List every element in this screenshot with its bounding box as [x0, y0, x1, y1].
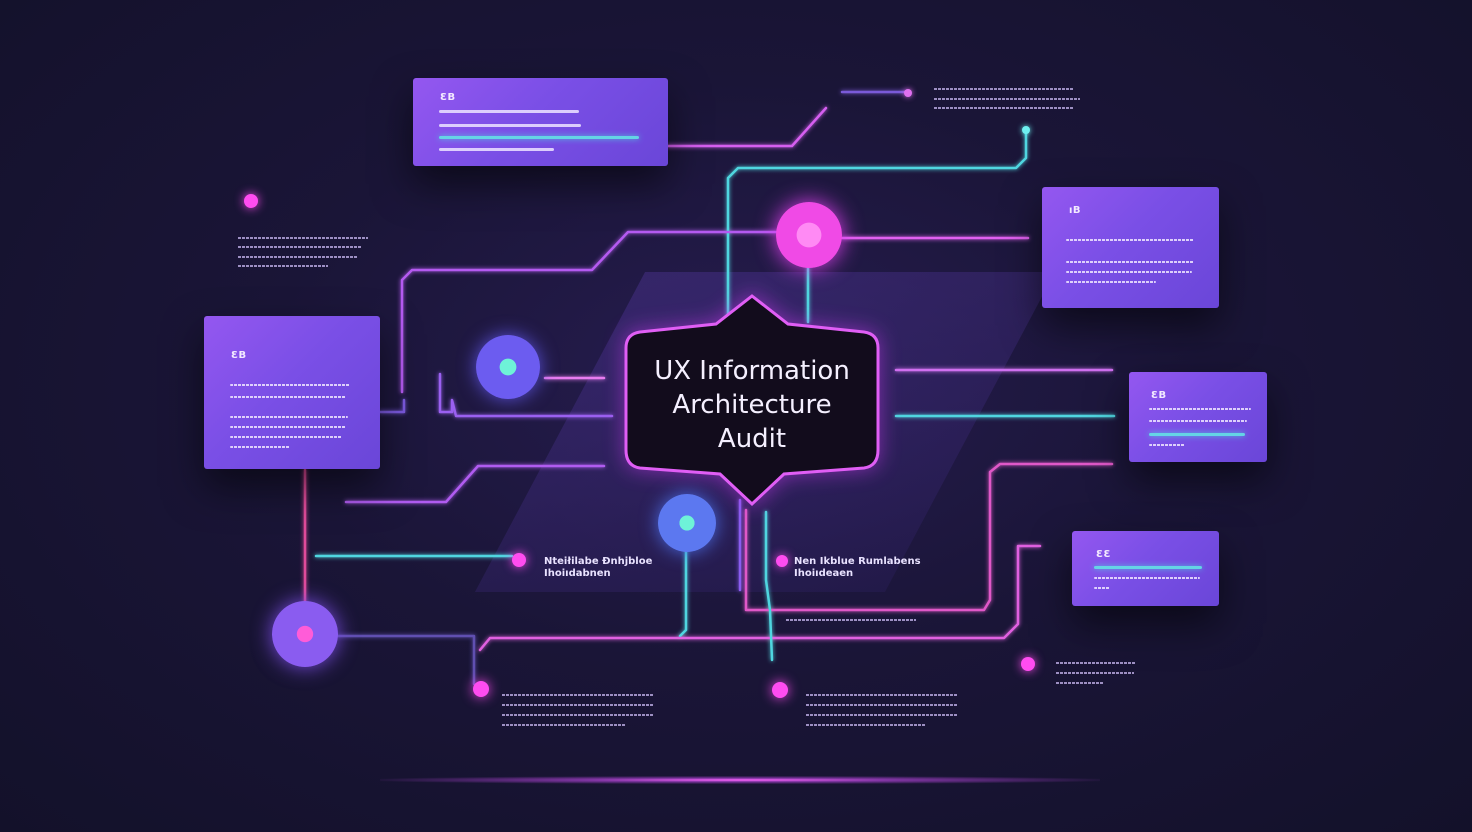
card-text-line: [1149, 408, 1251, 410]
wire-left-mid: [438, 372, 614, 418]
label-line: Ihoiıdeaen: [794, 568, 854, 579]
info-card-right-bottom[interactable]: ƐƐ: [1072, 531, 1219, 606]
annotation-text-line: [806, 714, 958, 716]
floor-glow: [380, 776, 1100, 784]
annotation-text-line: [806, 724, 926, 726]
card-text-line: [1066, 239, 1194, 241]
node-left-blue[interactable]: [476, 335, 540, 399]
wire-cyan-top: [726, 128, 1028, 352]
annotation-text-line: [502, 724, 626, 726]
annotation-text-line: [806, 694, 958, 696]
card-line: [439, 124, 581, 127]
card-text-line: [1066, 261, 1194, 263]
card-text-line: [230, 436, 342, 438]
wire-cyan-hub-bottom: [764, 510, 774, 662]
card-text-line: [230, 416, 348, 418]
hub-title-line: UX Information: [654, 356, 850, 386]
annotation-text-line: [238, 246, 362, 248]
hub-shape: [624, 294, 880, 507]
card-text-line: [1149, 444, 1185, 446]
wire-left-card: [378, 398, 406, 414]
hub-title-line: Audit: [717, 424, 787, 454]
card-tag: ƐƐ: [1096, 549, 1111, 560]
annotation-text-line: [934, 88, 1074, 90]
card-line-highlight: [439, 136, 639, 139]
card-tag: ƐB: [231, 350, 247, 361]
wire-cyan-down: [678, 546, 688, 638]
annotation-text-line: [934, 107, 1074, 109]
card-text-line: [230, 396, 346, 398]
annotation-text-line: [786, 619, 916, 621]
label-line: Nteiłilabe Đnhjbloe: [544, 556, 653, 567]
annotation-text-line: [238, 256, 358, 258]
node-center-blue[interactable]: [658, 494, 716, 552]
annotation-text-line: [1056, 682, 1104, 684]
annotation-text-line: [934, 98, 1080, 100]
annotation-text-line: [502, 694, 654, 696]
info-card-top[interactable]: ƐB: [413, 78, 668, 166]
node-top-magenta[interactable]: [776, 202, 842, 268]
card-text-line: [1094, 577, 1200, 579]
info-card-right-mid[interactable]: ƐB: [1129, 372, 1267, 462]
card-text-line: [230, 446, 290, 448]
card-text-line: [1094, 587, 1110, 589]
card-text-line: [230, 426, 346, 428]
wire-top-card: [666, 106, 828, 148]
wire-magenta-top-left: [400, 230, 780, 394]
annotation-text-line: [502, 714, 654, 716]
hub-node[interactable]: UX Information Architecture Audit: [622, 290, 882, 510]
dot-top-right: [904, 89, 912, 97]
wire-magenta-bottom: [478, 544, 1042, 652]
card-text-line: [1149, 420, 1247, 422]
center-right-label: Nen Ikblue Rumlabens Ihoiıdeaen: [794, 556, 921, 580]
annotation-text-line: [238, 237, 368, 239]
label-line: Nen Ikblue Rumlabens: [794, 556, 921, 567]
dot-cyan-top: [1022, 126, 1030, 134]
card-line-highlight: [1149, 433, 1245, 436]
card-tag: ƐB: [440, 92, 456, 103]
annotation-text-line: [502, 704, 654, 706]
wire-left-lower: [344, 464, 606, 504]
node-bottom-left[interactable]: [272, 601, 338, 667]
wire-right-lower: [744, 462, 1114, 612]
annotation-text-line: [806, 704, 958, 706]
card-text-line: [1066, 271, 1192, 273]
dot-center-left: [512, 553, 526, 567]
dot-center-right: [776, 555, 788, 567]
info-card-right-top[interactable]: ıB: [1042, 187, 1219, 308]
card-tag: ıB: [1069, 205, 1082, 216]
dot-bottom-left: [473, 681, 489, 697]
card-line: [439, 148, 554, 151]
info-card-left[interactable]: ƐB: [204, 316, 380, 469]
card-text-line: [230, 384, 350, 386]
card-text-line: [1066, 281, 1156, 283]
card-line: [439, 110, 579, 113]
card-line-highlight: [1094, 566, 1202, 569]
dot-left-top: [244, 194, 258, 208]
dot-bottom-right: [1021, 657, 1035, 671]
annotation-text-line: [1056, 662, 1136, 664]
card-tag: ƐB: [1151, 390, 1167, 401]
annotation-text-line: [1056, 672, 1134, 674]
center-left-label: Nteiłilabe Đnhjbloe Ihoiıdabnen: [544, 556, 652, 580]
label-line: Ihoiıdabnen: [544, 568, 611, 579]
hub-title-line: Architecture: [672, 390, 832, 420]
wire-bottom-left: [334, 634, 476, 686]
annotation-text-line: [238, 265, 328, 267]
dot-bottom-center: [772, 682, 788, 698]
hub-title: UX Information Architecture Audit: [622, 354, 882, 456]
